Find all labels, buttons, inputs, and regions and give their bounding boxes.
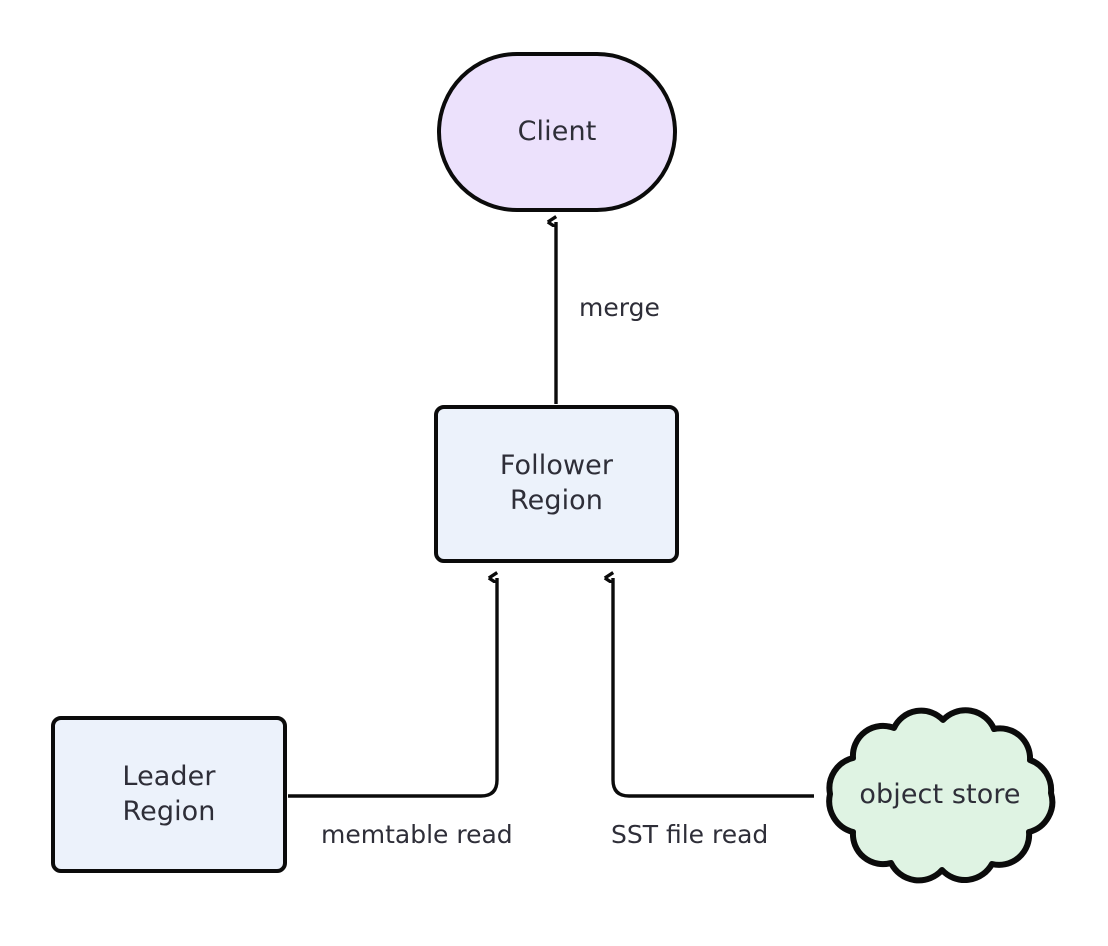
edge-label-sst-file-read: SST file read	[608, 820, 772, 849]
node-leader-region-label: Leader Region	[122, 760, 216, 827]
node-object-store[interactable]: object store	[818, 698, 1062, 892]
node-leader-region[interactable]: Leader Region	[51, 716, 287, 873]
node-object-store-label: object store	[859, 778, 1021, 810]
cloud-icon	[826, 707, 1056, 884]
edge-label-memtable-read: memtable read	[318, 820, 516, 849]
edge-objectstore-to-follower	[613, 578, 814, 798]
edge-leader-to-follower	[288, 578, 499, 798]
edge-label-merge: merge	[576, 293, 663, 322]
node-follower-region[interactable]: Follower Region	[434, 405, 679, 563]
node-client[interactable]: Client	[437, 52, 677, 212]
node-follower-region-label: Follower Region	[499, 450, 614, 516]
node-client-label: Client	[517, 115, 597, 147]
